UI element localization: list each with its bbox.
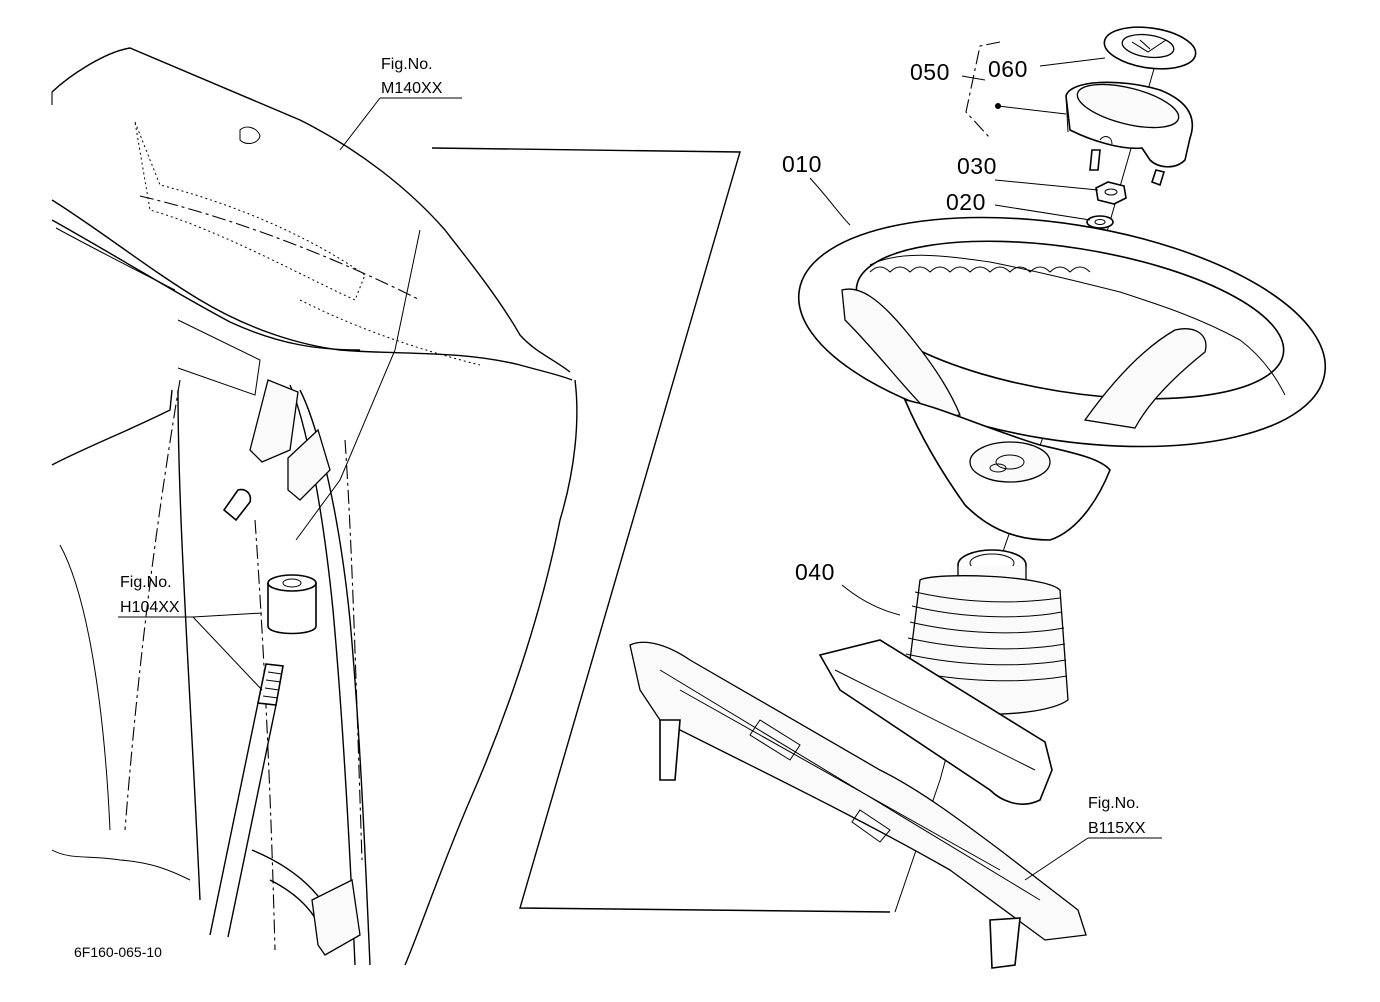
console-panel: [629, 641, 1087, 969]
part-number-labels: 010 020 030 040 050 060: [782, 56, 1028, 585]
ref-m140-code: M140XX: [381, 80, 443, 97]
boot-040: [818, 549, 1069, 805]
ref-h104-title: Fig.No.: [120, 574, 172, 591]
label-040: 040: [795, 559, 835, 585]
steering-wheel-010: [797, 216, 1327, 541]
leader-lines: [118, 41, 1162, 881]
label-060: 060: [988, 56, 1028, 82]
steering-assembly-drawing: [629, 26, 1327, 969]
cover-050: [1065, 81, 1194, 187]
drawing-id: 6F160-065-10: [74, 944, 162, 960]
label-030: 030: [957, 153, 997, 179]
emblem-060: [1103, 26, 1197, 70]
ref-h104-code: H104XX: [120, 599, 180, 616]
reference-labels: Fig.No. M140XX Fig.No. H104XX Fig.No. B1…: [74, 56, 1146, 960]
nut-030: [1095, 181, 1127, 205]
label-050: 050: [910, 59, 950, 85]
ref-b115-code: B115XX: [1088, 820, 1146, 837]
frame-outline: [431, 147, 891, 913]
dashboard-hood-drawing: [51, 47, 578, 966]
ref-b115-title: Fig.No.: [1088, 795, 1140, 812]
washer-020: [1086, 215, 1114, 229]
ref-m140-title: Fig.No.: [381, 56, 433, 73]
label-010: 010: [782, 151, 822, 177]
label-020: 020: [946, 189, 986, 215]
